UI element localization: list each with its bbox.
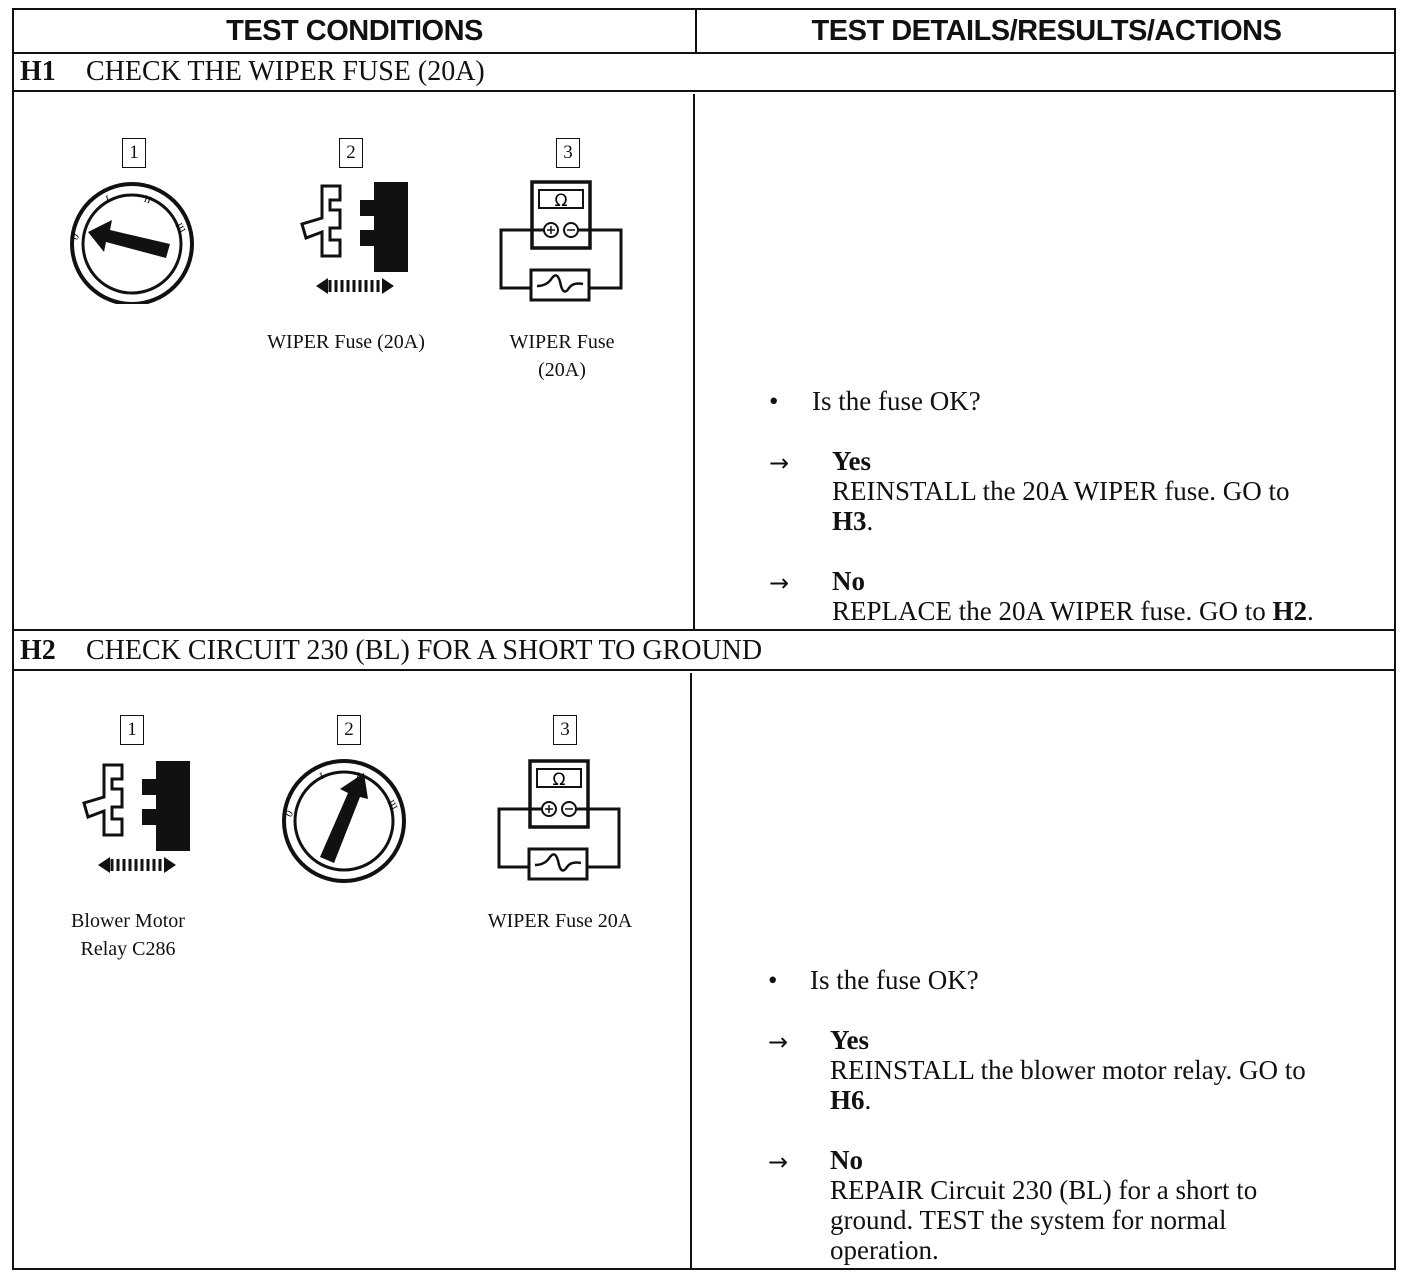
h1-step-3-number: 3 [548, 138, 588, 168]
h2-no-action-line3: operation. [830, 1235, 939, 1265]
h1-question: Is the fuse OK? [812, 386, 981, 416]
h2-step-3-number: 3 [545, 715, 585, 745]
section-title-text: CHECK THE WIPER FUSE (20A) [86, 56, 485, 87]
svg-text:II: II [142, 194, 152, 207]
svg-text:I: I [105, 194, 111, 205]
h2-yes-goto: H6. [830, 1085, 872, 1115]
svg-text:0: 0 [283, 808, 296, 819]
h2-step-3-caption: WIPER Fuse 20A [487, 910, 633, 932]
h1-no-action: REPLACE the 20A WIPER fuse. GO to H2. [832, 596, 1314, 626]
h2-yes-action: REINSTALL the blower motor relay. GO to [830, 1055, 1306, 1085]
column-divider [690, 673, 692, 1270]
h2-yes-label: Yes [830, 1025, 869, 1055]
svg-text:III: III [385, 798, 400, 812]
svg-text:I: I [319, 771, 325, 782]
h2-step-1-caption: Blower Motor Relay C286 [71, 910, 185, 960]
section-title-text: CHECK CIRCUIT 230 (BL) FOR A SHORT TO GR… [86, 635, 763, 666]
h1-step-2-caption: WIPER Fuse (20A) [267, 331, 425, 353]
section-h2-body: 1 Blower Motor Relay C286 2 0 [14, 673, 1394, 1270]
h1-yes-label: Yes [832, 446, 871, 476]
h2-no-action-line2: ground. TEST the system for normal [830, 1205, 1227, 1235]
section-code: H2 [20, 635, 56, 666]
h1-yes-action: REINSTALL the 20A WIPER fuse. GO to [832, 476, 1290, 506]
arrow-right-icon: → [769, 569, 790, 597]
table-header: TEST CONDITIONS TEST DETAILS/RESULTS/ACT… [14, 10, 1394, 54]
fuse-removal-icon [300, 182, 408, 294]
arrow-right-icon: → [768, 1148, 789, 1176]
diagnostic-table: TEST CONDITIONS TEST DETAILS/RESULTS/ACT… [12, 8, 1396, 1270]
svg-text:0: 0 [69, 231, 82, 242]
h1-step-1-number: 1 [114, 138, 154, 168]
h2-no-label: No [830, 1145, 863, 1175]
bullet-icon: • [768, 965, 778, 995]
section-h2-title: H2 CHECK CIRCUIT 230 (BL) FOR A SHORT TO … [14, 631, 1394, 671]
header-test-conditions: TEST CONDITIONS [14, 10, 697, 52]
svg-text:III: III [173, 221, 188, 235]
ignition-switch-icon: 0 I II III [282, 759, 406, 883]
h2-step-1-number: 1 [112, 715, 152, 745]
ignition-switch-icon: 0 I II III [69, 182, 194, 304]
header-test-details: TEST DETAILS/RESULTS/ACTIONS [811, 15, 1282, 47]
section-h1-body: 1 0 I II III 2 WIP [14, 94, 1394, 631]
h2-step-2-number: 2 [329, 715, 369, 745]
h1-step-2-number: 2 [331, 138, 371, 168]
h1-yes-goto: H3. [832, 506, 874, 536]
svg-text:Ω: Ω [555, 191, 568, 211]
section-h1-title: H1 CHECK THE WIPER FUSE (20A) [14, 52, 1394, 92]
section-code: H1 [20, 56, 56, 87]
column-divider [693, 94, 695, 629]
h1-no-label: No [832, 566, 865, 596]
h2-question: Is the fuse OK? [810, 965, 979, 995]
h2-no-action-line1: REPAIR Circuit 230 (BL) for a short to [830, 1175, 1258, 1205]
bullet-icon: • [769, 386, 779, 416]
ohmmeter-icon: Ω [497, 759, 621, 881]
relay-removal-icon [82, 761, 190, 873]
svg-text:Ω: Ω [553, 770, 566, 790]
ohmmeter-icon: Ω [499, 180, 623, 302]
h1-step-3-caption: WIPER Fuse (20A) [509, 331, 615, 381]
arrow-right-icon: → [768, 1028, 789, 1056]
arrow-right-icon: → [769, 449, 790, 477]
